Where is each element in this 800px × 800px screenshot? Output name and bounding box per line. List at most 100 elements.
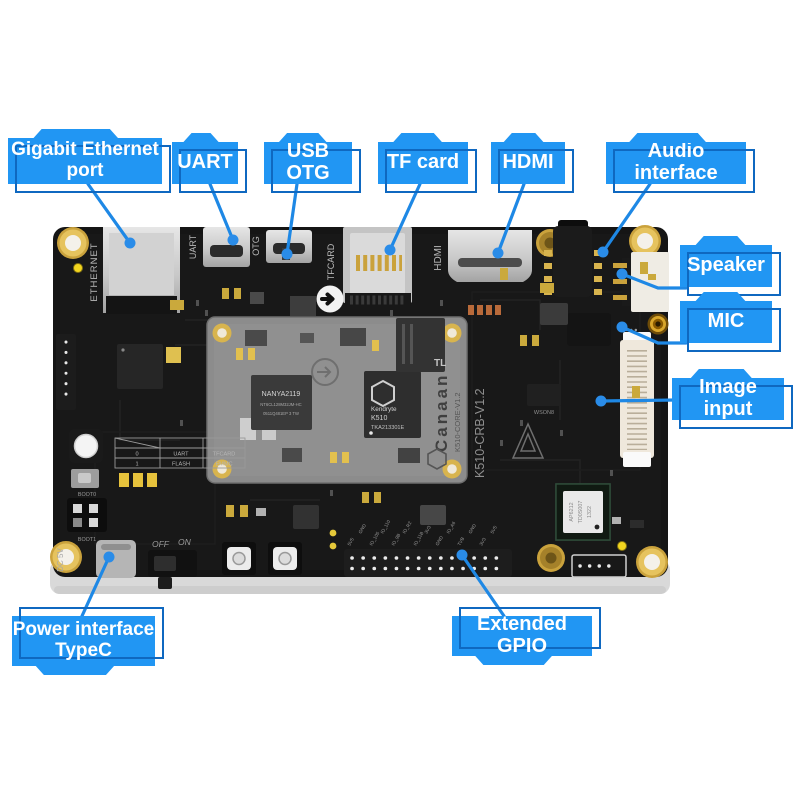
callout-tf-card-label: TF card (386, 151, 460, 174)
status-leds (73, 263, 627, 551)
user-button (69, 429, 103, 463)
canaan-hex-logo (427, 448, 447, 470)
wifi-marking-3: 1322 (587, 506, 593, 518)
svg-text:5V5: 5V5 (347, 537, 356, 547)
callout-hdmi-label: HDMI (502, 151, 554, 174)
soc-marking-1: Kendryte (371, 406, 397, 413)
soc-marking-2: K510 (371, 415, 387, 422)
tl-chip: TL (396, 318, 446, 372)
ethernet-silkscreen: ETHERNET (89, 242, 100, 301)
leader-otg (285, 182, 299, 256)
hdmi-port: HDMI (433, 230, 532, 282)
wifi-marking-2: TD0S007 (578, 501, 584, 524)
svg-text:IO_A6: IO_A6 (446, 520, 457, 534)
boot-table: 0 UART TFCARD 1 FLASH EMMC (114, 437, 246, 487)
svg-text:GND: GND (468, 523, 478, 535)
svg-text:IO_R2: IO_R2 (402, 520, 413, 534)
debug-header (571, 554, 627, 578)
audio-codec-chip (567, 313, 611, 346)
leader-hdmi (496, 182, 526, 255)
wifi-marking-1: AP6212 (569, 502, 575, 521)
svg-text:IO_11B: IO_11B (413, 531, 425, 547)
boot1-silkscreen: BOOT1 (78, 537, 96, 543)
callout-audio-interface-label: Audio interface (634, 140, 718, 184)
svg-text:IO_110: IO_110 (380, 519, 392, 535)
leader-speaker (620, 272, 688, 290)
otg-silkscreen: OTG (251, 236, 261, 256)
misc-chip-3 (420, 505, 446, 525)
callout-gigabit-ethernet-port-label: Gigabit Ethernet port (11, 139, 159, 181)
svg-text:TVB: TVB (457, 536, 466, 546)
callout-extended-gpio-label: Extended GPIO (476, 613, 568, 657)
callout-extended-gpio: Extended GPIO (452, 607, 601, 657)
gpio-pin-labels: 5V5 GND IO_105 IO_110 IO_9B IO_R2 IO_11B… (347, 519, 499, 547)
hdmi-silkscreen: HDMI (433, 245, 444, 271)
tfcard-silkscreen: TFCARD (326, 243, 336, 280)
callout-uart: UART (172, 142, 247, 193)
leader-image-input (599, 398, 678, 403)
mic-coil (647, 313, 669, 335)
ethernet-port: ETHERNET (89, 227, 180, 314)
wson8-chip: WSON8 (527, 384, 561, 416)
k510-soc-chip: Kendryte K510 TKA213301E (364, 371, 421, 438)
arrow-badge (316, 285, 344, 313)
svg-text:GND: GND (358, 523, 368, 535)
som-arrow-logo (311, 358, 339, 386)
som-module: NANYA2119 NT6CL128M32JM-HC 0511Q481EP 3 … (206, 316, 468, 484)
callout-uart-label: UART (177, 151, 233, 174)
silkscreen-speckles (180, 300, 613, 496)
boot-cell: UART (173, 452, 189, 458)
callout-usb-otg: USB OTG (264, 140, 361, 193)
tf-card-slot: TFCARD (326, 227, 412, 308)
triangle-logo (511, 422, 545, 459)
power-switch: OFF ON (148, 537, 197, 589)
svg-text:3V3: 3V3 (479, 537, 488, 547)
boot-cell: 1 (135, 462, 138, 468)
gpio-header: 5V5 GND IO_105 IO_110 IO_9B IO_R2 IO_11B… (344, 519, 512, 577)
boot-dip-switch: BOOT0 BOOT1 (67, 492, 107, 543)
som-passives (236, 328, 430, 463)
callout-speaker-label: Speaker (687, 254, 765, 277)
callout-power-interface-typec: Power interface TypeC (12, 607, 164, 666)
misc-chip-1 (540, 303, 568, 325)
on-silkscreen: ON (178, 537, 192, 547)
callout-speaker: Speaker (680, 245, 781, 296)
boot-cell: TFCARD (213, 452, 236, 458)
callout-mic: MIC (680, 301, 781, 352)
leader-lines (80, 182, 688, 618)
callout-image-input-label: Image input (699, 376, 757, 420)
leader-uart (208, 182, 235, 242)
svg-text:3V3: 3V3 (424, 525, 433, 535)
callout-audio-interface: Audio interface (606, 140, 755, 193)
svg-text:IO_9B: IO_9B (391, 533, 402, 547)
leader-ethernet (86, 182, 132, 245)
board-passives (170, 248, 656, 528)
callout-gigabit-ethernet-port: Gigabit Ethernet port (8, 138, 171, 193)
soc-marking-3: TKA213301E (371, 425, 405, 431)
uart-port: UART (188, 227, 250, 267)
ram-chip: NANYA2119 NT6CL128M32JM-HC 0511Q481EP 3 … (251, 375, 312, 430)
misc-chip-2 (293, 505, 319, 529)
wifi-module: AP6212 TD0S007 1322 (555, 483, 611, 541)
wson8-silkscreen: WSON8 (534, 410, 554, 416)
boot-cell: FLASH (172, 462, 190, 468)
boot0-silkscreen: BOOT0 (78, 492, 96, 498)
typec-port: DC 5V (56, 540, 136, 578)
ram-marking-1: NANYA2119 (262, 391, 301, 398)
svg-text:5V5: 5V5 (490, 525, 499, 535)
left-pin-header (56, 334, 76, 410)
phy-chip (117, 344, 181, 389)
leader-mic (620, 325, 688, 345)
uart-silkscreen: UART (188, 234, 198, 259)
leader-dots (103, 234, 628, 563)
ram-marking-3: 0511Q481EP 3 TW (263, 411, 299, 416)
leader-gpio (460, 553, 506, 618)
boot-cell: 0 (135, 452, 138, 458)
leader-tfcard (388, 182, 422, 252)
off-silkscreen: OFF (152, 539, 170, 549)
som-model-text: K510-CORE-V1.2 (453, 392, 462, 452)
dc5v-silkscreen: DC 5V (56, 548, 65, 572)
callout-usb-otg-label: USB OTG (286, 140, 330, 184)
